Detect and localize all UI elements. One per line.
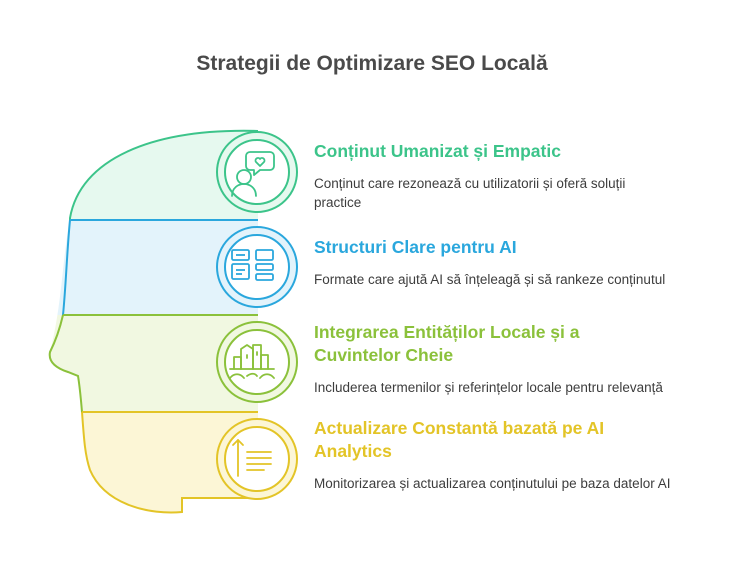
page-title: Strategii de Optimizare SEO Locală [196, 52, 548, 75]
layout-blocks-icon [231, 249, 274, 281]
city-skyline-icon [229, 344, 275, 379]
empathy-person-heart-icon [231, 151, 275, 197]
item-1-title: Conținut Umanizat și Empatic [314, 141, 561, 161]
item-1-description: Conținut care rezonează cu utilizatorii … [314, 176, 626, 210]
sort-ascending-list-icon [232, 439, 272, 477]
item-2-title: Structuri Clare pentru AI [314, 237, 517, 257]
item-4-title: Actualizare Constantă bazată pe AI Analy… [314, 418, 605, 461]
icon-circle-2 [216, 226, 298, 308]
icon-circle-3 [216, 321, 298, 403]
item-3-description: Includerea termenilor și referințelor lo… [314, 380, 663, 395]
item-3-title: Integrarea Entităților Locale și a Cuvin… [314, 322, 580, 365]
band-2-outline [61, 219, 258, 316]
band-1-outline [69, 129, 259, 221]
band-4-outline [81, 411, 258, 514]
icon-circle-4 [216, 418, 298, 500]
band-3-outline [48, 314, 258, 413]
item-2-description: Formate care ajută AI să înțeleagă și să… [314, 272, 666, 287]
item-4-description: Monitorizarea și actualizarea conținutul… [314, 476, 671, 491]
